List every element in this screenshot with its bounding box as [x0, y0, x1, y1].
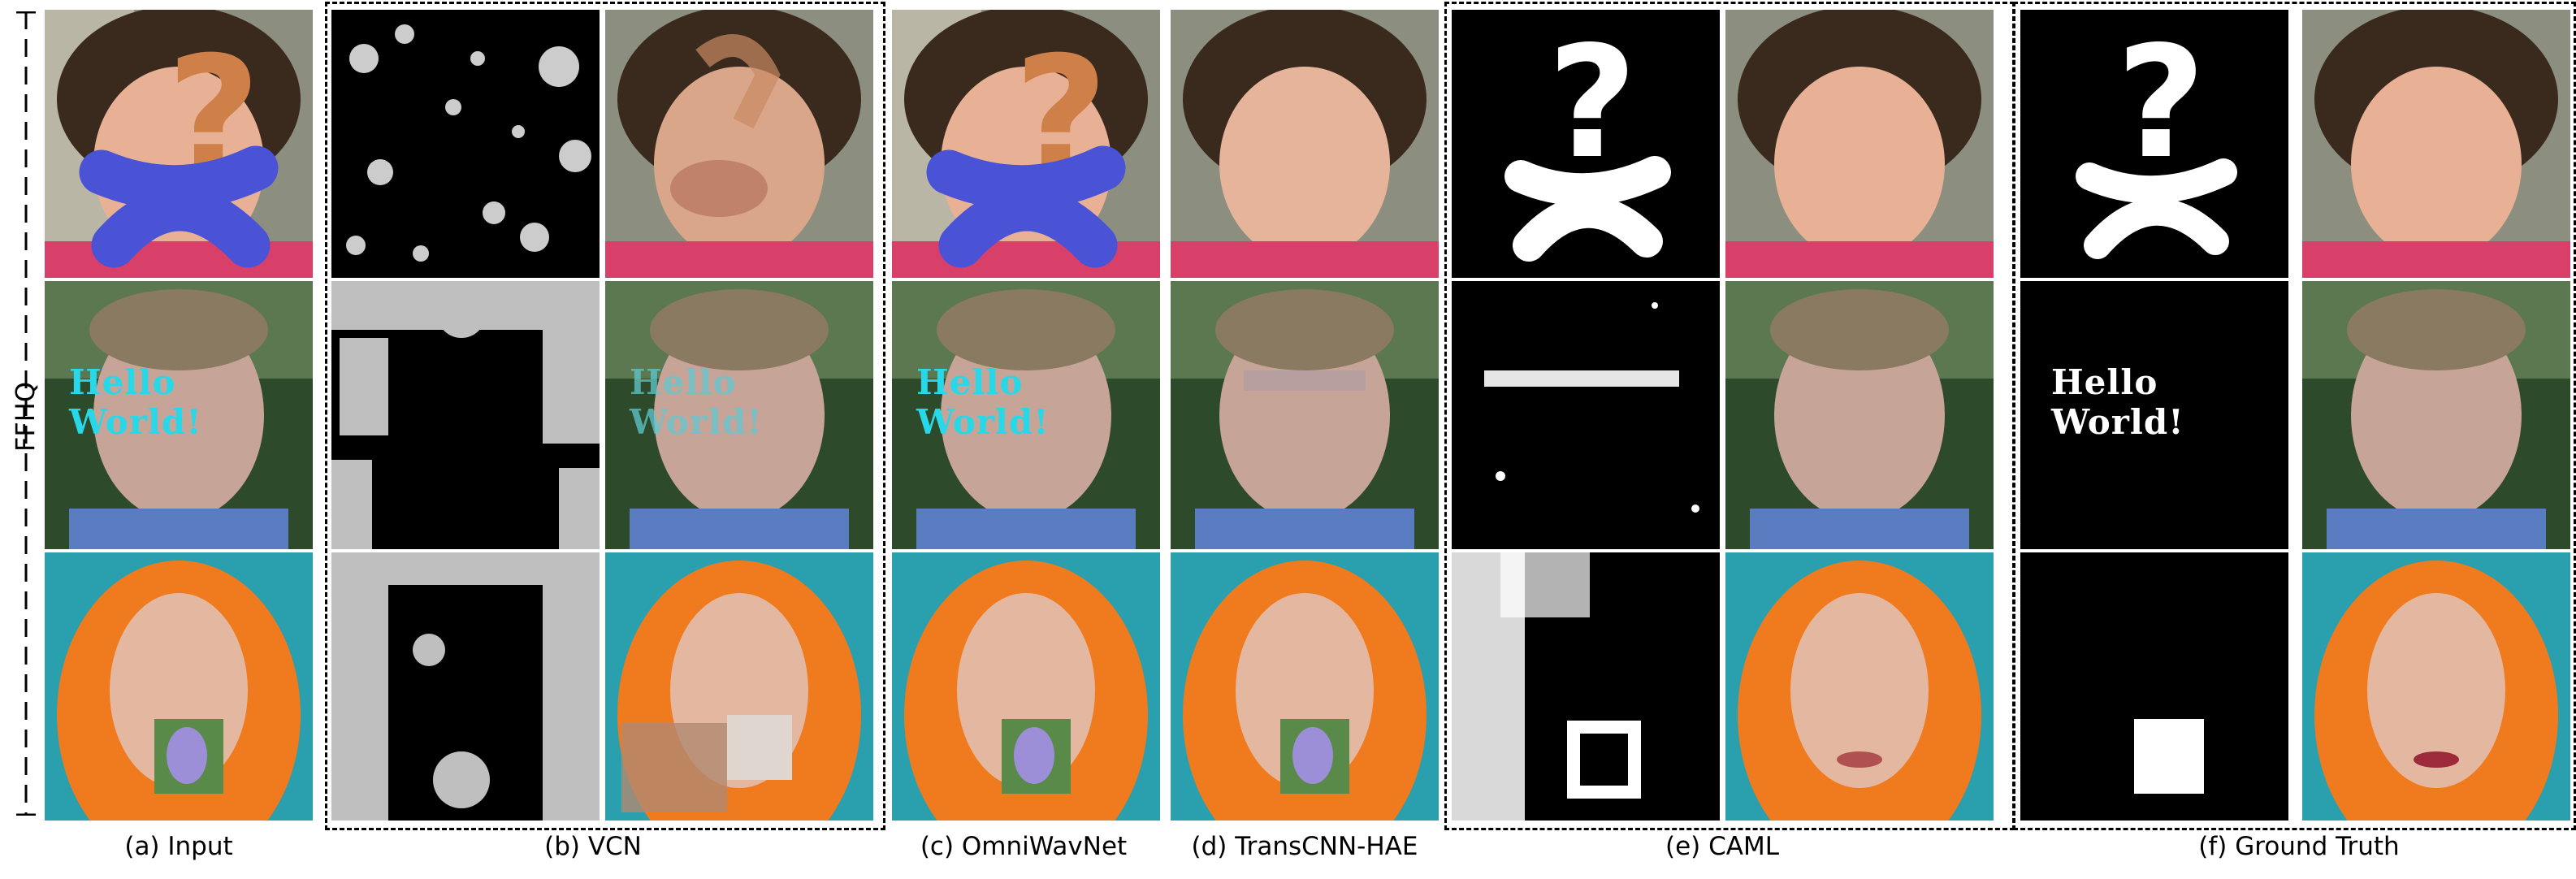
vcn-output-row2: Hello World!	[605, 281, 873, 549]
vcn-output-row1	[605, 10, 873, 278]
ground-truth-mask-row3	[2020, 552, 2288, 821]
hello-world-mask-text: Hello World!	[2051, 362, 2184, 442]
caml-output-row3	[1725, 552, 1994, 821]
ground-truth-mask-row2: Hello World!	[2020, 281, 2288, 549]
ground-truth-image-row2	[2302, 281, 2570, 549]
omniwavnet-output-row3	[892, 552, 1160, 821]
ground-truth-image-row3	[2302, 552, 2570, 821]
caml-mask-row1: ?	[1452, 10, 1720, 278]
omniwavnet-output-row1: ?	[892, 10, 1160, 278]
caml-mask-row2	[1452, 281, 1720, 549]
vcn-mask-row2	[331, 281, 600, 549]
ground-truth-mask-row1: ?	[2020, 10, 2288, 278]
caption-transcnn-hae: (d) TransCNN-HAE	[1191, 832, 1418, 861]
hello-world-overlay: Hello World!	[916, 362, 1050, 442]
hello-world-overlay: Hello World!	[69, 362, 202, 442]
hello-world-residual: Hello World!	[630, 362, 763, 442]
omniwavnet-output-row2: Hello World!	[892, 281, 1160, 549]
transcnn-hae-output-row1	[1171, 10, 1439, 278]
vcn-group-box	[325, 2, 885, 830]
input-image-row1: ?	[45, 10, 313, 278]
caml-output-row2	[1725, 281, 1994, 549]
caption-ground-truth: (f) Ground Truth	[2198, 832, 2400, 861]
caption-caml: (e) CAML	[1665, 832, 1779, 861]
svg-text:?: ?	[1548, 13, 1637, 193]
caption-omniwavnet: (c) OmniWavNet	[920, 832, 1128, 861]
caption-input: (a) Input	[124, 832, 233, 861]
ground-truth-group-box	[2013, 2, 2576, 830]
transcnn-hae-output-row2	[1171, 281, 1439, 549]
caml-output-row1	[1725, 10, 1994, 278]
input-image-row3	[45, 552, 313, 821]
vcn-mask-row3	[331, 552, 600, 821]
svg-text:?: ?	[2116, 13, 2206, 193]
vcn-mask-row1	[331, 10, 600, 278]
input-image-row2: Hello World!	[45, 281, 313, 549]
vcn-output-row3	[605, 552, 873, 821]
row-bracket	[16, 11, 36, 816]
caption-vcn: (b) VCN	[544, 832, 642, 861]
ground-truth-image-row1	[2302, 10, 2570, 278]
caml-mask-row3	[1452, 552, 1720, 821]
transcnn-hae-output-row3	[1171, 552, 1439, 821]
